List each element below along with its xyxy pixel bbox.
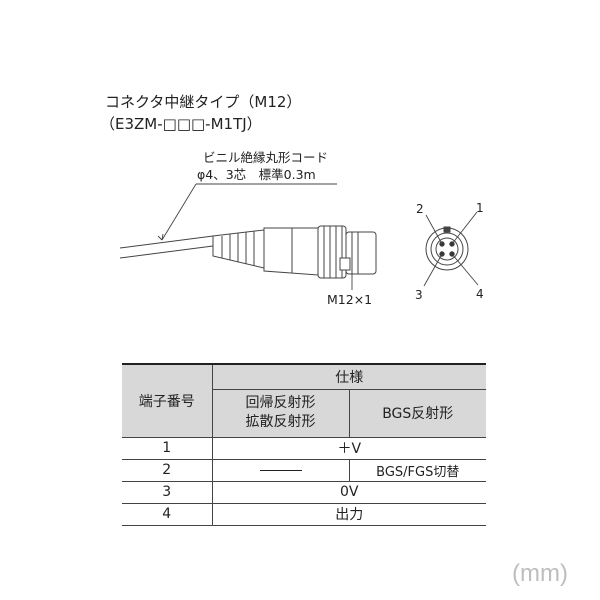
- terminal-function: 0V: [211, 481, 486, 504]
- connector-front-view: [425, 226, 469, 271]
- cable: [119, 235, 214, 259]
- terminal-number: 2: [122, 459, 212, 482]
- thread-label: M12×1: [327, 292, 373, 307]
- unit-label: (mm): [512, 560, 568, 587]
- table-row: 1 ＋V: [122, 437, 486, 460]
- strain-relief: [212, 229, 265, 269]
- terminal-function: BGS/FGS切替: [348, 459, 486, 482]
- pin-label-2: 2: [416, 202, 424, 216]
- pin-assignment-table: 端子番号 仕様 回帰反射形 拡散反射形 BGS反射形 1 ＋V 2 BGS/FG…: [122, 363, 486, 526]
- pin-label-1: 1: [476, 201, 484, 215]
- table-row: 2 BGS/FGS切替: [122, 459, 486, 482]
- cable-spec-line2: φ4、3芯 標準0.3m: [197, 167, 316, 182]
- terminal-function: 出力: [211, 503, 486, 526]
- terminal-number: 3: [122, 481, 212, 504]
- pin-label-4: 4: [476, 287, 484, 301]
- terminal-number: 1: [122, 437, 212, 460]
- retro-reflective-label: 回帰反射形: [245, 395, 316, 411]
- bgs-reflective-header: BGS反射形: [348, 389, 486, 438]
- cable-spec-line1: ビニル絶縁丸形コード: [203, 150, 329, 165]
- pin-label-3: 3: [415, 288, 423, 302]
- retro-diffuse-header: 回帰反射形 拡散反射形: [211, 389, 349, 438]
- connector-drawing: [119, 183, 479, 290]
- cable-leader: [157, 183, 337, 241]
- terminal-function: ＋V: [211, 437, 486, 460]
- specification-header: 仕様: [211, 363, 486, 390]
- connector-body: [263, 227, 319, 276]
- not-applicable-cell: [211, 459, 349, 482]
- pin-leaders: [423, 211, 479, 287]
- knurled-nut: [317, 225, 347, 279]
- table-row: 4 出力: [122, 503, 486, 526]
- diagram-title: コネクタ中継タイプ（M12）: [105, 93, 302, 111]
- diffuse-reflective-label: 拡散反射形: [245, 414, 316, 430]
- model-number: （E3ZM-□□□-M1TJ）: [100, 115, 262, 133]
- threaded-end: [339, 231, 377, 275]
- terminal-number: 4: [122, 503, 212, 526]
- terminal-number-header: 端子番号: [122, 363, 212, 438]
- dash-line: [259, 469, 302, 471]
- table-row: 3 0V: [122, 481, 486, 504]
